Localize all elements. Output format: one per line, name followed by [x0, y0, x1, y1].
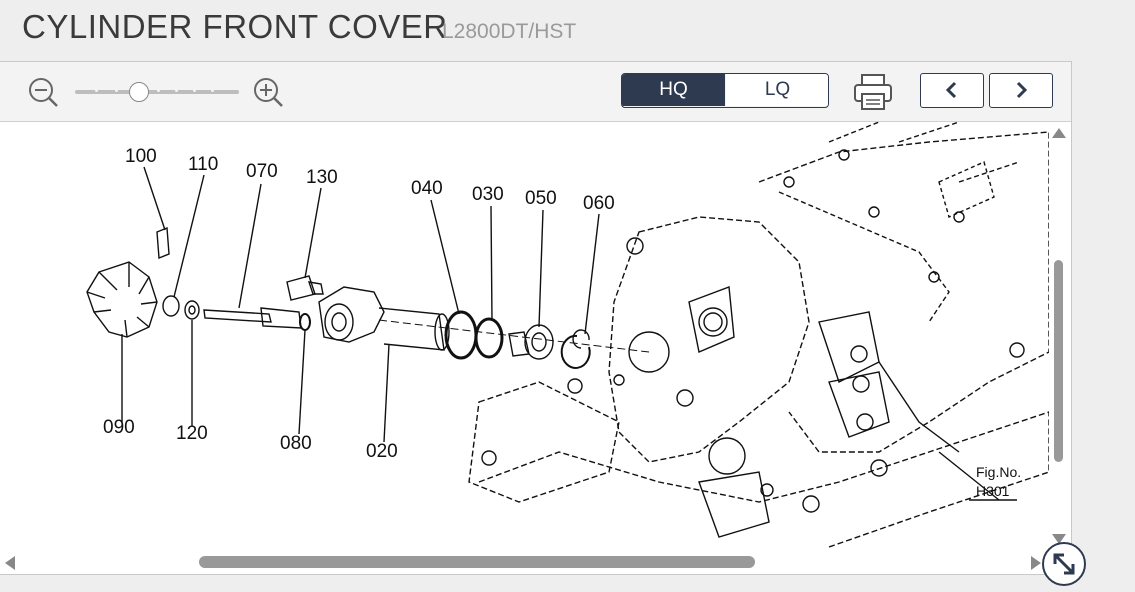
- zoom-slider-thumb[interactable]: [128, 82, 149, 102]
- model-subtitle: L2800DT/HST: [442, 20, 577, 43]
- vertical-scroll-thumb[interactable]: [1054, 260, 1063, 462]
- part-label: 080: [280, 433, 312, 454]
- part-label: 120: [176, 423, 208, 444]
- zoom-out-icon[interactable]: [27, 76, 61, 110]
- chevron-right-icon: [1016, 81, 1028, 99]
- part-label: 040: [411, 178, 443, 199]
- part-label: 070: [246, 161, 278, 182]
- horizontal-scroll-thumb[interactable]: [199, 556, 755, 568]
- quality-toggle: HQ LQ: [621, 73, 829, 108]
- zoom-in-icon[interactable]: [252, 76, 286, 110]
- parts-diagram-canvas[interactable]: 100 110 070 130 040 030 050 060 090 120 …: [0, 122, 1049, 552]
- fig-no-label: Fig.No.: [976, 464, 1021, 480]
- part-label: 090: [103, 417, 135, 438]
- vertical-scrollbar[interactable]: [1051, 122, 1069, 554]
- expand-icon[interactable]: [1042, 542, 1086, 586]
- quality-hq-button[interactable]: HQ: [622, 74, 725, 106]
- previous-page-button[interactable]: [920, 73, 984, 108]
- part-label: 060: [583, 193, 615, 214]
- zoom-slider[interactable]: [75, 89, 239, 94]
- scroll-left-arrow-icon[interactable]: [5, 556, 15, 570]
- horizontal-scrollbar[interactable]: [0, 552, 1051, 574]
- printer-icon[interactable]: [853, 73, 893, 111]
- part-label: 050: [525, 188, 557, 209]
- diagram-viewer: HQ LQ: [0, 61, 1072, 575]
- part-label: 030: [472, 184, 504, 205]
- scroll-down-arrow-icon[interactable]: [1052, 534, 1066, 544]
- part-label: 100: [125, 146, 157, 167]
- part-label: 020: [366, 441, 398, 462]
- part-label: 130: [306, 167, 338, 188]
- next-page-button[interactable]: [989, 73, 1053, 108]
- viewer-toolbar: HQ LQ: [0, 62, 1071, 122]
- scroll-up-arrow-icon[interactable]: [1052, 128, 1066, 138]
- title-bar: ) CYLINDER FRONT COVER L2800DT/HST: [0, 0, 1135, 60]
- part-label: 110: [188, 154, 218, 175]
- parts-diagram: 100 110 070 130 040 030 050 060 090 120 …: [86, 122, 1049, 548]
- quality-lq-button[interactable]: LQ: [726, 74, 828, 106]
- chevron-left-icon: [945, 81, 957, 99]
- fig-no-value: H301: [976, 483, 1010, 499]
- scroll-right-arrow-icon[interactable]: [1031, 556, 1041, 570]
- page-title: CYLINDER FRONT COVER: [22, 8, 448, 45]
